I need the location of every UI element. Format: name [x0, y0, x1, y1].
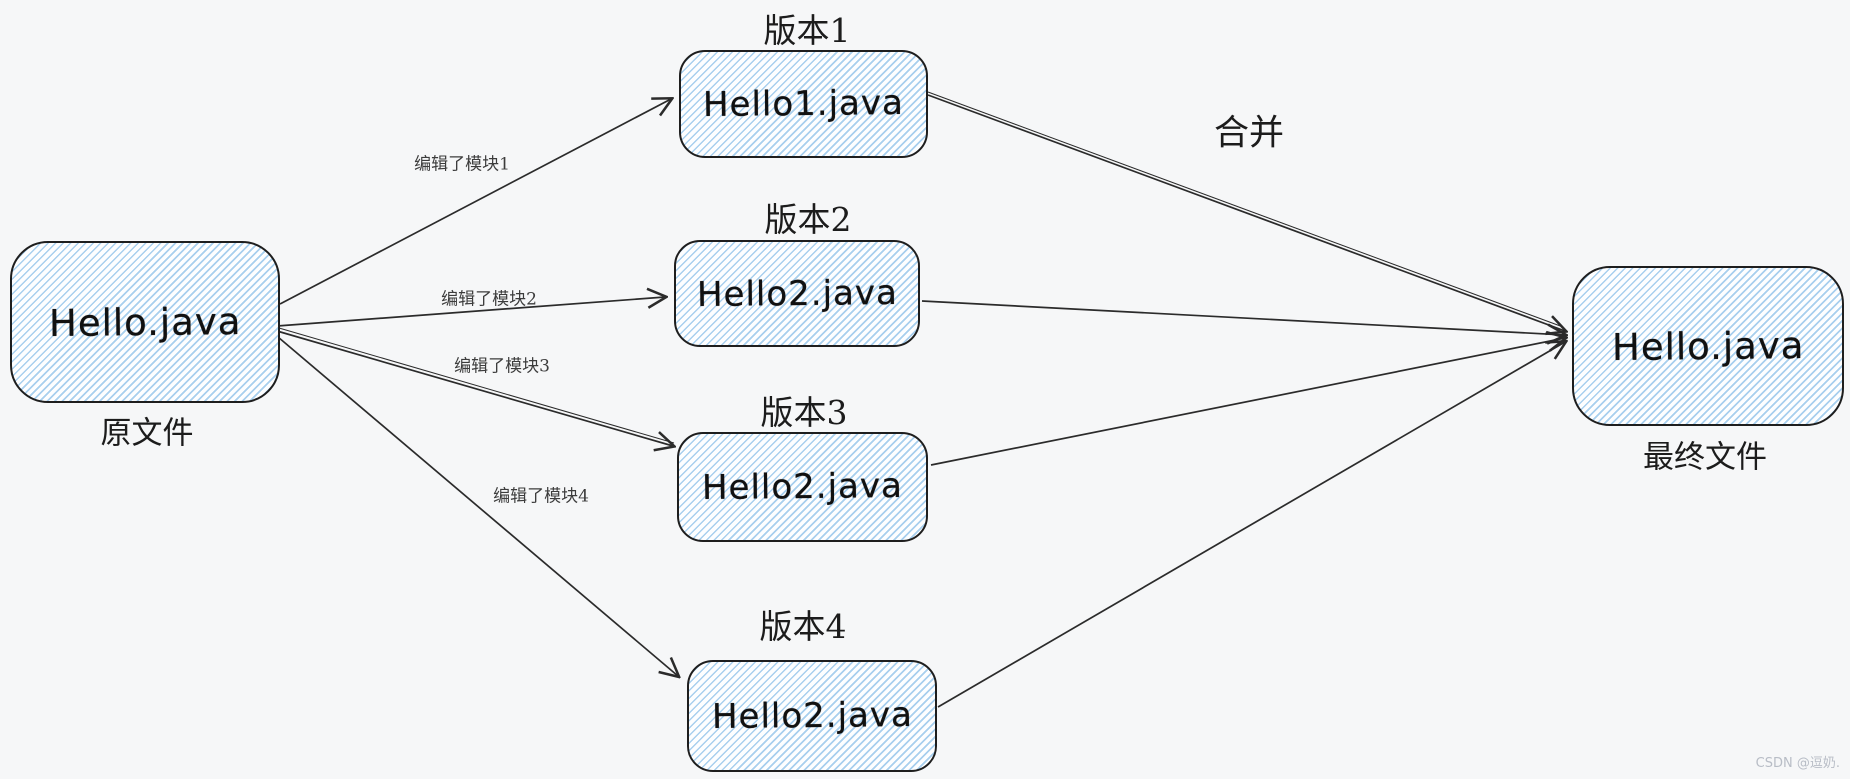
version4-title: 版本4 [759, 607, 847, 646]
csdn-watermark: CSDN @逗奶. [1755, 756, 1840, 771]
version2-title: 版本2 [764, 200, 852, 239]
node-final-file-text: Hello.java [1611, 323, 1805, 369]
node-version1: Hello1.java [679, 50, 928, 158]
edge-label-module3: 编辑了模块3 [454, 356, 550, 377]
node-version3-text: Hello2.java [701, 465, 904, 509]
arrow-version4-to-final [937, 342, 1565, 708]
node-version4: Hello2.java [687, 660, 937, 772]
node-source-file: Hello.java [10, 241, 280, 403]
merge-label: 合并 [1213, 113, 1285, 154]
node-version3: Hello2.java [677, 432, 928, 542]
arrow-version2-to-final [921, 300, 1565, 335]
node-version2-text: Hello2.java [696, 272, 898, 315]
arrow-source-to-version3-sketch [278, 327, 675, 444]
arrow-source-to-version1 [279, 99, 671, 305]
node-version1-text: Hello1.java [702, 82, 905, 126]
edge-label-module1: 编辑了模块1 [414, 154, 510, 175]
final-file-caption: 最终文件 [1643, 439, 1767, 476]
version3-title: 版本3 [760, 393, 848, 432]
version1-title: 版本1 [763, 11, 851, 50]
edge-label-module4: 编辑了模块4 [493, 486, 589, 507]
node-final-file: Hello.java [1572, 266, 1844, 426]
arrow-source-to-version3 [276, 330, 673, 446]
arrow-version3-to-final [930, 338, 1565, 466]
source-file-caption: 原文件 [100, 415, 194, 452]
node-version2: Hello2.java [674, 240, 920, 347]
edge-label-module2: 编辑了模块2 [441, 289, 537, 310]
node-version4-text: Hello2.java [711, 694, 913, 738]
node-source-file-text: Hello.java [48, 299, 242, 345]
arrow-source-to-version4 [277, 336, 678, 676]
